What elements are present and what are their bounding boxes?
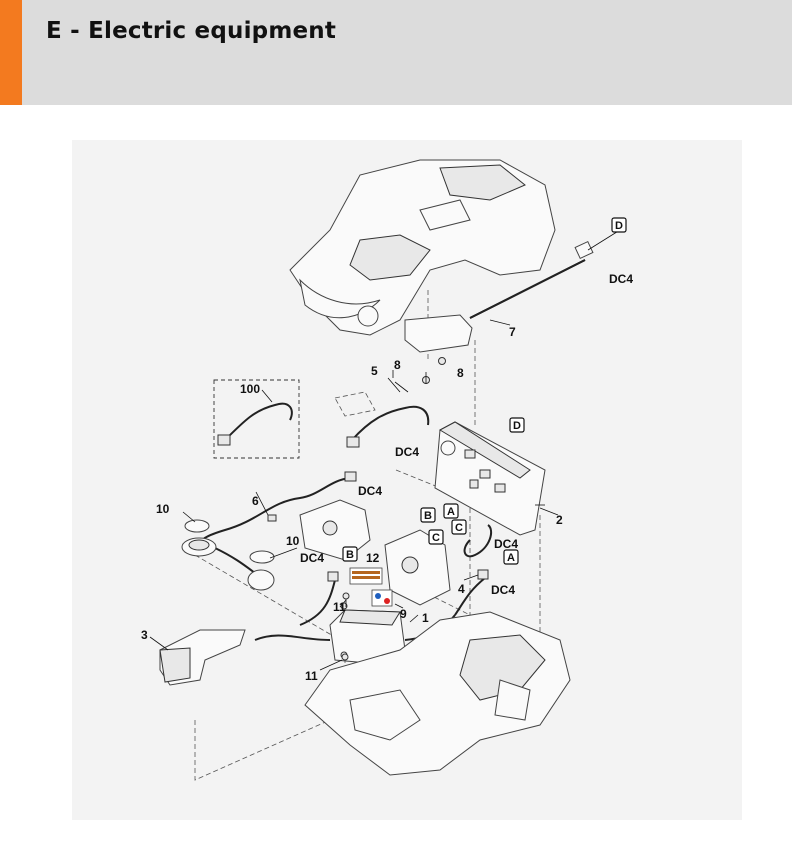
dc4-label-harness-5: DC4 [395,445,419,459]
part-number-7: 7 [509,325,516,339]
ref-box-a-right: A [503,549,519,565]
part-number-12: 12 [366,551,380,565]
harness-100-group [213,379,300,459]
svg-text:D: D [513,420,521,432]
ref-box-d-top: D [611,217,627,233]
ref-box-a-board: A [443,503,459,519]
page-title: E - Electric equipment [46,18,337,44]
ribbon-cable-7 [404,240,594,353]
svg-text:B: B [424,510,432,522]
leader-lines [149,229,621,671]
dc4-label-harness-6: DC4 [358,484,382,498]
part-number-9: 9 [400,607,407,621]
dc4-label-harness-4: DC4 [491,583,515,597]
charging-contact-3 [159,629,246,686]
part-number-8-upper: 8 [394,358,401,372]
control-board-2 [434,421,546,536]
ref-box-b-board: B [420,507,436,523]
battery-1 [254,602,456,666]
part-number-10-left: 10 [156,502,170,516]
cable-to-connector-3 [299,571,339,626]
cable-c [463,524,493,558]
screw-8 [422,357,446,384]
part-number-11-lower: 11 [305,669,318,683]
ref-box-c-motor: C [428,529,444,545]
svg-text:C: C [455,522,463,534]
connector-labels: DC4 DC4 DC4 DC4 DC4 DC4 [300,272,633,597]
part-number-1: 1 [422,611,429,625]
part-number-labels: 1 2 3 4 5 6 7 8 8 9 10 10 11 11 12 100 [141,325,563,683]
page-header: E - Electric equipment [0,0,792,105]
screw-11 [341,592,350,661]
ref-box-b-label: B [342,546,358,562]
dc4-label-left: DC4 [300,551,324,565]
harness-6 [181,471,357,591]
svg-text:C: C [432,532,440,544]
drive-motors [299,499,451,606]
labels-12-9 [349,567,393,607]
dc4-label-ribbon-cable: DC4 [609,272,633,286]
top-cover-housing [289,159,556,336]
part-number-100: 100 [240,382,260,396]
part-number-5: 5 [371,364,378,378]
ref-box-d-board: D [509,417,525,433]
part-number-6: 6 [252,494,259,508]
harness-4 [454,569,489,616]
svg-text:A: A [507,552,515,564]
svg-text:B: B [346,549,354,561]
header-accent-bar [0,0,22,105]
part-number-8-lower: 8 [457,366,464,380]
part-number-3: 3 [141,628,148,642]
part-number-2: 2 [556,513,563,527]
harness-5 [334,377,430,448]
svg-text:A: A [447,506,455,518]
svg-text:D: D [615,220,623,232]
ref-box-c-board: C [451,519,467,535]
dc4-label-cable-c: DC4 [494,537,518,551]
part-number-4: 4 [458,582,465,596]
chassis-bottom [304,611,571,776]
reference-boxes: D D A B C C B A [342,217,627,565]
part-number-10-right: 10 [286,534,300,548]
part-number-11-upper: 11 [333,600,346,614]
